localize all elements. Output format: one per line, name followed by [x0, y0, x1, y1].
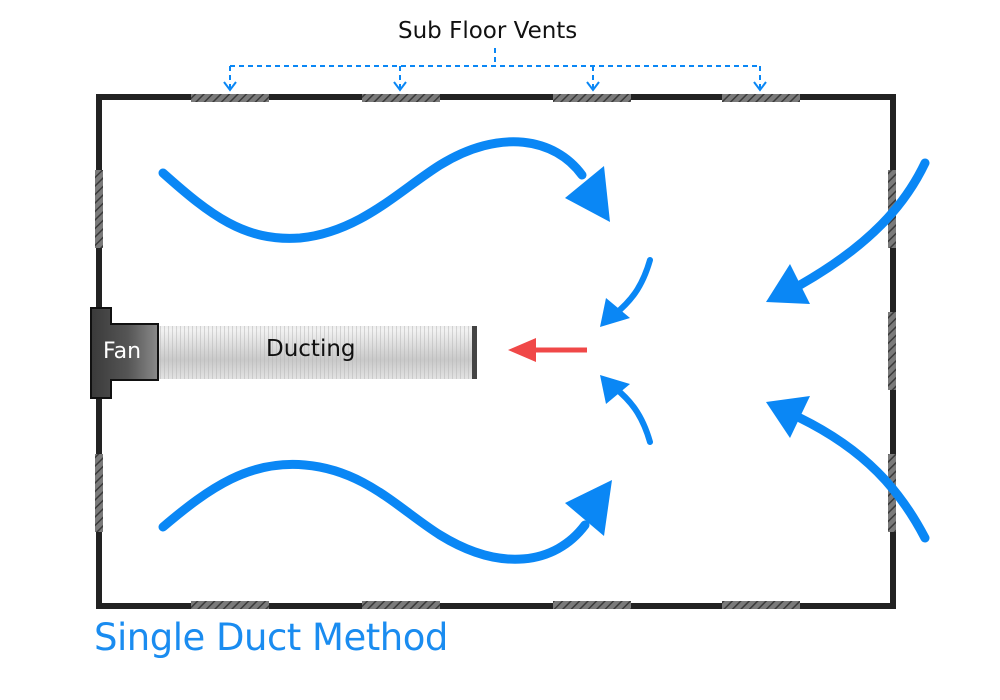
airflow-arrow-small-top — [611, 257, 653, 318]
vent-top-3 — [553, 94, 631, 102]
airflow-arrow-right-top — [795, 158, 930, 290]
vent-top-2 — [362, 94, 440, 102]
airflow-arrow-small-top-head — [600, 298, 630, 327]
vent-top-4 — [722, 94, 800, 102]
vent-right-2 — [888, 312, 896, 390]
airflow-arrow-right-bottom — [795, 413, 930, 543]
suction-arrow — [508, 338, 587, 362]
vent-bottom-3 — [553, 601, 631, 609]
airflow-arrow-right-bottom-head — [766, 396, 810, 438]
airflow-arrow-bottom-head — [565, 480, 612, 536]
ducting-label: Ducting — [266, 336, 356, 362]
vent-bottom-2 — [362, 601, 440, 609]
airflow-arrow-small-bottom — [611, 384, 653, 445]
airflow-arrow-bottom — [158, 459, 590, 564]
vents-callout — [223, 48, 767, 92]
vent-bottom-1 — [191, 601, 269, 609]
airflow-arrows — [158, 137, 930, 564]
fan-label: Fan — [103, 339, 142, 364]
vent-bottom-4 — [722, 601, 800, 609]
airflow-arrow-right-top-head — [766, 264, 810, 304]
diagram-caption: Single Duct Method — [94, 616, 448, 659]
airflow-arrow-top-head — [565, 166, 610, 222]
airflow-arrow-top — [158, 137, 587, 243]
vent-top-1 — [191, 94, 269, 102]
vent-left-1 — [95, 170, 103, 248]
ducting — [157, 326, 477, 379]
left-arrow-icon — [508, 338, 536, 362]
fan — [90, 307, 159, 399]
vent-left-2 — [95, 454, 103, 532]
airflow-arrow-small-bottom-head — [600, 375, 630, 404]
vents-label: Sub Floor Vents — [398, 18, 578, 44]
